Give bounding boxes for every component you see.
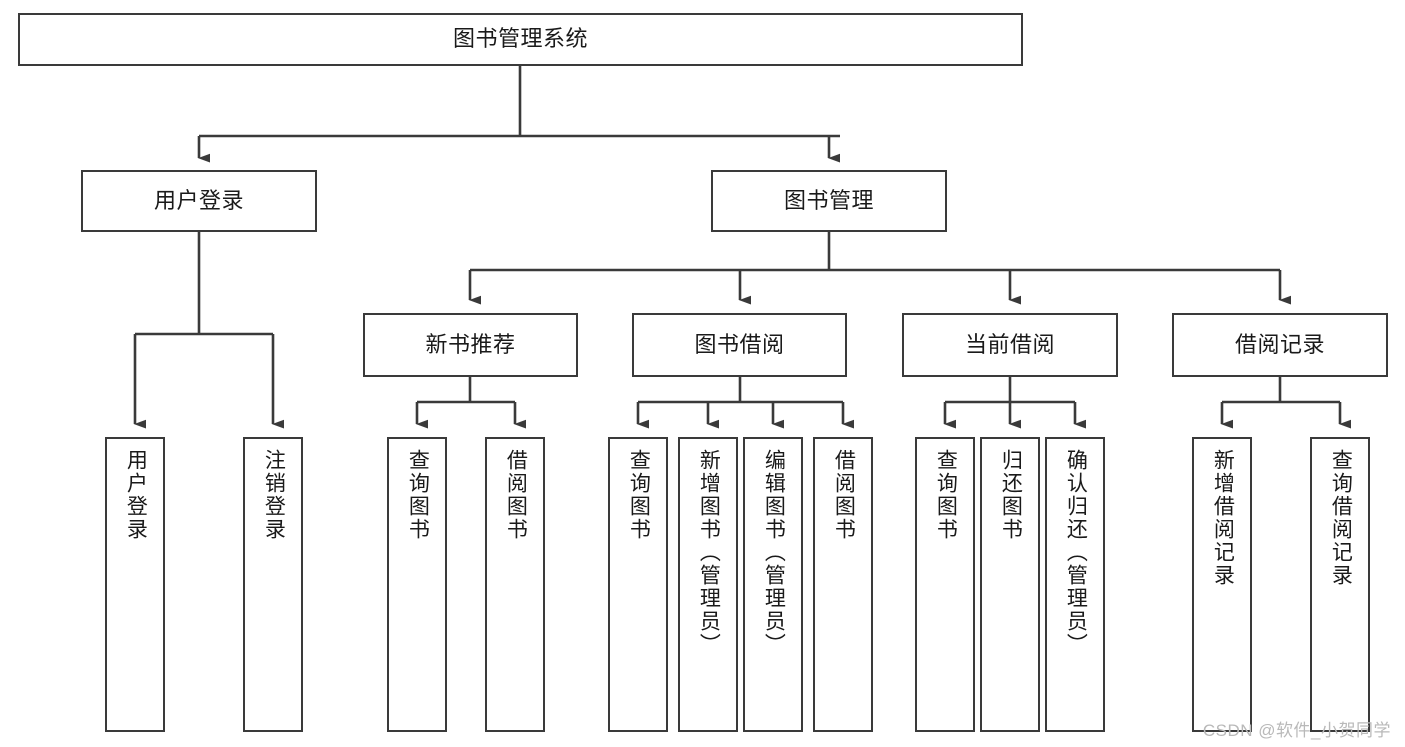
leaf-return-book[interactable]: 归还图书 bbox=[980, 437, 1040, 732]
leaf-label: 查询借阅记录 bbox=[1329, 449, 1353, 587]
leaf-query-book-recommend[interactable]: 查询图书 bbox=[387, 437, 447, 732]
leaf-label: 新增借阅记录 bbox=[1211, 449, 1235, 587]
node-label: 当前借阅 bbox=[964, 331, 1055, 357]
leaf-label: 用户登录 bbox=[124, 449, 148, 541]
node-root[interactable]: 图书管理系统 bbox=[18, 13, 1023, 66]
leaf-query-book-current[interactable]: 查询图书 bbox=[915, 437, 975, 732]
node-book-management[interactable]: 图书管理 bbox=[711, 170, 947, 232]
node-label: 新书推荐 bbox=[425, 331, 516, 357]
node-label: 图书借阅 bbox=[694, 331, 785, 357]
leaf-add-book-admin[interactable]: 新增图书（管理员） bbox=[678, 437, 738, 732]
leaf-label: 新增图书（管理员） bbox=[697, 449, 721, 656]
leaf-borrow-book-recommend[interactable]: 借阅图书 bbox=[485, 437, 545, 732]
leaf-label: 编辑图书（管理员） bbox=[762, 449, 786, 656]
node-book-borrow[interactable]: 图书借阅 bbox=[632, 313, 847, 377]
leaf-query-book-borrow[interactable]: 查询图书 bbox=[608, 437, 668, 732]
leaf-label: 借阅图书 bbox=[504, 449, 528, 541]
watermark-text: CSDN @软件_小贺同学 bbox=[1202, 721, 1391, 740]
node-new-book-recommend[interactable]: 新书推荐 bbox=[363, 313, 578, 377]
leaf-label: 查询图书 bbox=[406, 449, 430, 541]
leaf-add-borrow-record[interactable]: 新增借阅记录 bbox=[1192, 437, 1252, 732]
node-label: 图书管理 bbox=[783, 187, 874, 213]
leaf-edit-book-admin[interactable]: 编辑图书（管理员） bbox=[743, 437, 803, 732]
leaf-label: 归还图书 bbox=[999, 449, 1023, 541]
leaf-borrow-book[interactable]: 借阅图书 bbox=[813, 437, 873, 732]
leaf-confirm-return-admin[interactable]: 确认归还（管理员） bbox=[1045, 437, 1105, 732]
leaf-label: 确认归还（管理员） bbox=[1064, 449, 1088, 656]
node-user-login[interactable]: 用户登录 bbox=[81, 170, 317, 232]
leaf-logout[interactable]: 注销登录 bbox=[243, 437, 303, 732]
node-label: 图书管理系统 bbox=[452, 26, 588, 52]
leaf-label: 注销登录 bbox=[262, 449, 286, 541]
node-label: 用户登录 bbox=[153, 187, 244, 213]
node-current-borrow[interactable]: 当前借阅 bbox=[902, 313, 1118, 377]
leaf-label: 查询图书 bbox=[627, 449, 651, 541]
leaf-user-login[interactable]: 用户登录 bbox=[105, 437, 165, 732]
leaf-label: 借阅图书 bbox=[832, 449, 856, 541]
node-borrow-records[interactable]: 借阅记录 bbox=[1172, 313, 1388, 377]
node-label: 借阅记录 bbox=[1234, 331, 1325, 357]
leaf-query-borrow-record[interactable]: 查询借阅记录 bbox=[1310, 437, 1370, 732]
leaf-label: 查询图书 bbox=[934, 449, 958, 541]
